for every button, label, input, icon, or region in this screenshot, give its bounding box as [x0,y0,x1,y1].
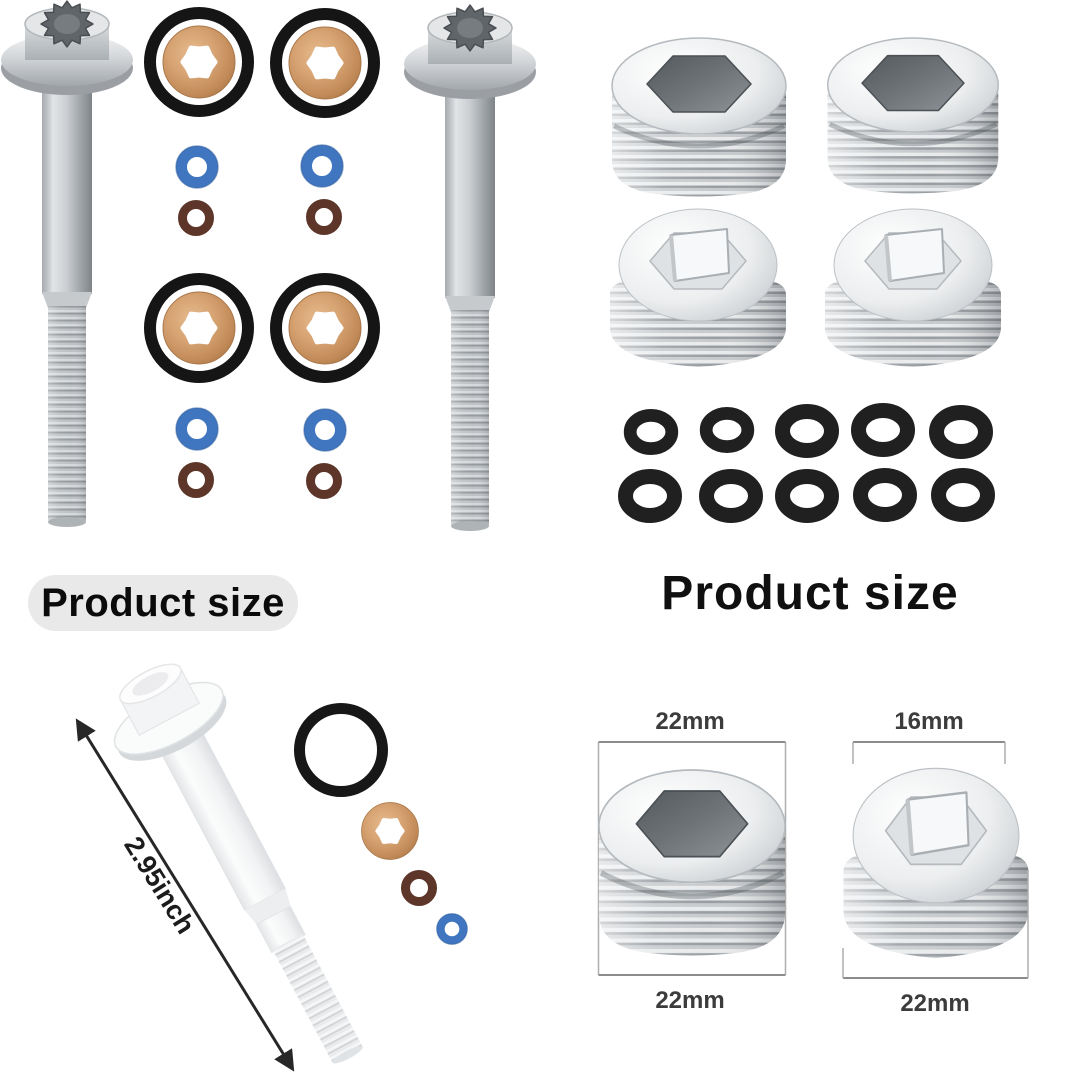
bolt-length-label: 2.95inch [118,831,201,939]
rubber-oring [706,413,748,446]
dim-label-right-bottom: 22mm [900,990,969,1017]
rubber-oring [939,476,988,515]
length-arrow [75,718,295,1072]
product-size-title-left: Product size [28,575,298,631]
chrome-plug-square [608,207,788,369]
chrome-plug-hex [828,38,999,193]
plug-kit-photo [608,38,1003,516]
dim-label-left-top: 22mm [655,708,724,735]
copper-washer-oring [276,14,374,112]
dim-label-left-bottom: 22mm [655,987,724,1014]
rubber-oring [626,477,675,516]
brown-oring [311,204,338,231]
brown-oring [183,205,210,232]
blue-oring [176,408,218,450]
rubber-oring [859,411,908,450]
blue-oring [437,914,468,945]
plug-size-diagram: 22mm 22mm 16mm 22mm [599,708,1029,1017]
chrome-plug-hex-large [599,770,785,955]
rubber-oring [707,477,756,516]
rubber-oring [937,413,986,452]
copper-washer-oring [150,279,248,377]
dim-label-right-top: 16mm [894,708,963,735]
chrome-plug-square [823,207,1003,369]
black-oring [294,703,388,797]
blue-oring [301,145,343,187]
brown-oring [311,468,338,495]
flange-bolt-left [0,0,134,528]
brown-oring [406,875,433,902]
bolt-seal-kit-photo [0,0,537,532]
copper-washer-oring [276,279,374,377]
flange-bolt-right [403,4,537,532]
rubber-oring [783,412,832,451]
blue-oring [176,146,218,188]
rubber-oring [861,476,910,515]
rubber-oring [630,415,672,448]
copper-washer-oring [150,13,248,111]
chrome-plug-hex [612,38,786,197]
brown-oring [183,467,210,494]
copper-washer [359,800,421,862]
bolt-size-diagram: 2.95inch [75,643,468,1080]
product-size-title-right: Product size [661,567,959,620]
rubber-oring [783,477,832,516]
chrome-plug-square-large [844,768,1029,958]
blue-oring [304,409,346,451]
